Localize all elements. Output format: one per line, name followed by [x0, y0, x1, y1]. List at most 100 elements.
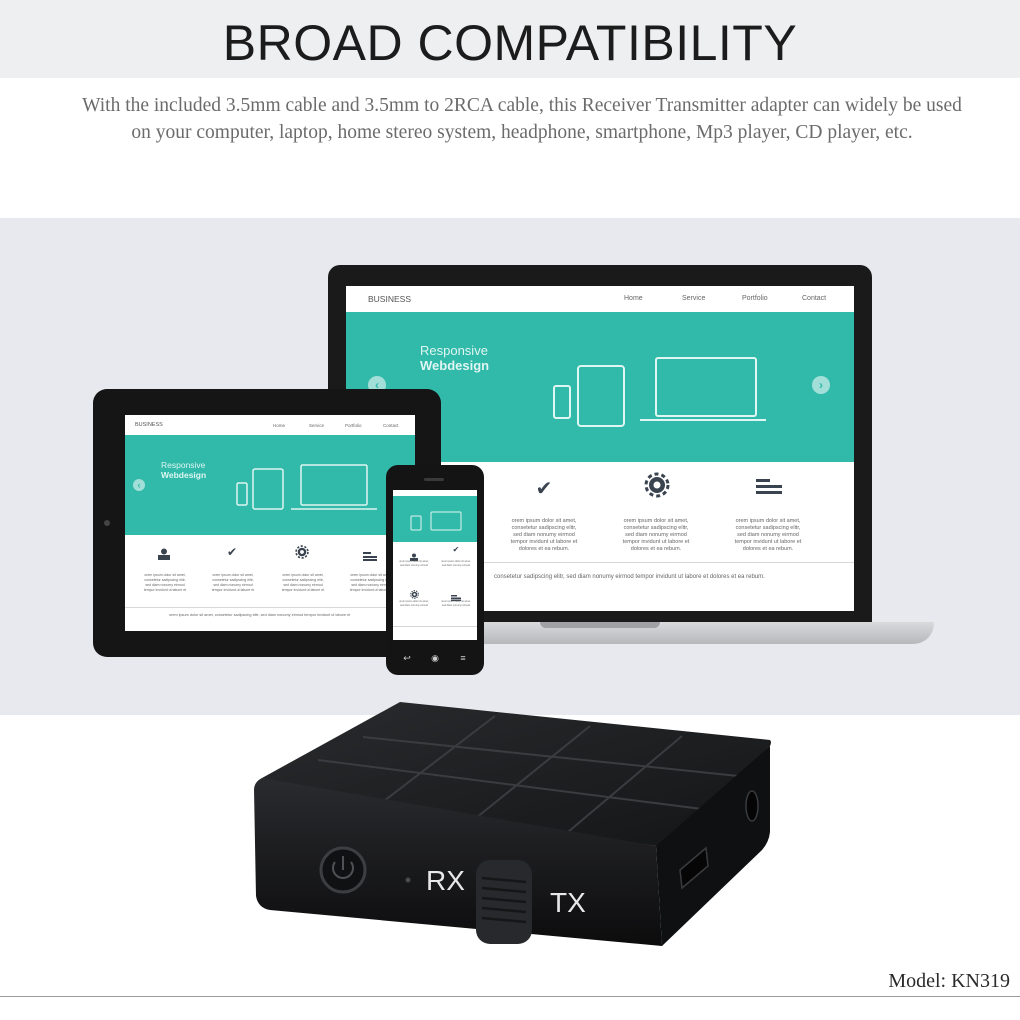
- page-headline: BROAD COMPATIBILITY: [222, 15, 798, 71]
- check-icon: ✔: [452, 545, 460, 554]
- feature-text-line: consetetur sadipscing elitr,: [212, 578, 254, 582]
- feature-text-line: sed diam nonumy eirmod: [399, 564, 429, 567]
- home-icon: ◉: [431, 653, 439, 663]
- tablet-divider: [125, 607, 415, 608]
- feature-text-line: sed diam nonumy eirmod: [625, 532, 687, 538]
- feature-text-line: consetetur sadipscing elitr,: [623, 525, 689, 531]
- laptop-notch: [540, 622, 660, 628]
- laptop-nav-contact: Contact: [802, 295, 827, 302]
- intro-line-2: on your computer, laptop, home stereo sy…: [131, 122, 913, 143]
- laptop-nav-portfolio: Portfolio: [742, 295, 768, 302]
- feature-text-line: tempor invidunt ut labore et: [510, 539, 578, 545]
- phone-display: ✔ orem ipsum dolor sit amet, sed diam no…: [393, 490, 477, 640]
- check-icon: ✔: [226, 545, 238, 559]
- feature-text-line: dolores et ea rebum.: [630, 546, 682, 552]
- feature-text-line: orem ipsum dolor sit amet,: [623, 518, 689, 524]
- feature-text-line: tempor invidunt ut labore et: [281, 588, 325, 592]
- tablet-hero: Responsive Webdesign ‹: [125, 435, 415, 535]
- menu-lines-icon: [746, 478, 792, 499]
- gear-icon: [634, 472, 680, 503]
- tablet-display: BUSINESS Home Service Portfolio Contact …: [125, 415, 415, 631]
- phone-speaker: [424, 478, 444, 481]
- tablet-site-nav: BUSINESS Home Service Portfolio Contact: [125, 415, 415, 435]
- tablet-hero-devices-graphic: [236, 464, 377, 510]
- laptop-nav-service: Service: [682, 295, 706, 302]
- laptop-site-nav: BUSINESS Home Service Portfolio Contact: [346, 286, 854, 312]
- phone-feature-text-2: orem ipsum dolor sit amet, sed diam nonu…: [439, 560, 473, 568]
- tablet-camera: [104, 520, 110, 526]
- laptop-hero-line-1: Responsive: [420, 343, 488, 358]
- power-button: [319, 846, 367, 894]
- feature-text-line: dolores et ea rebum.: [742, 546, 794, 552]
- gear-icon: [287, 545, 317, 564]
- feature-text-line: sed diam nonumy eirmod: [145, 583, 185, 587]
- feature-text-line: sed diam nonumy eirmod: [737, 532, 799, 538]
- tablet-site-brand: BUSINESS: [135, 422, 163, 428]
- intro-text: With the included 3.5mm cable and 3.5mm …: [20, 92, 1020, 146]
- feature-text-line: dolores et ea rebum.: [518, 546, 570, 552]
- feature-text-line: orem ipsum dolor sit amet,: [399, 560, 429, 563]
- menu-lines-icon: [355, 548, 385, 566]
- feature-text-line: tempor invidunt ut labore et: [349, 588, 393, 592]
- feature-text-line: sed diam nonumy eirmod: [513, 532, 575, 538]
- intro-line-1: With the included 3.5mm cable and 3.5mm …: [82, 95, 962, 116]
- feature-text-line: orem ipsum dolor sit amet,: [282, 573, 324, 577]
- menu-icon: ≡: [460, 653, 466, 663]
- tablet-nav-home: Home: [273, 423, 286, 428]
- user-icon: [405, 548, 423, 566]
- bluetooth-adapter-device: RX TX: [254, 702, 771, 946]
- laptop-hero-devices-graphic: [553, 357, 766, 427]
- feature-text-line: tempor invidunt ut labore et: [734, 539, 802, 545]
- feature-text-line: orem ipsum dolor sit amet,: [144, 573, 186, 577]
- phone-features: ✔ orem ipsum dolor sit amet, sed diam no…: [393, 542, 477, 640]
- laptop-feature-text-3: orem ipsum dolor sit amet, consetetur sa…: [720, 518, 816, 553]
- feature-text-line: sed diam nonumy eirmod: [213, 583, 253, 587]
- menu-lines-icon: [447, 588, 465, 606]
- tablet-feature-text-2: orem ipsum dolor sit amet, consetetur sa…: [203, 573, 263, 593]
- feature-text-line: sed diam nonumy eirmod: [441, 604, 471, 607]
- laptop-footer-text: consetetur sadipscing elitr, sed diam no…: [494, 574, 765, 580]
- feature-text-line: orem ipsum dolor sit amet,: [399, 600, 429, 603]
- audio-jack: [745, 790, 759, 822]
- feature-text-line: orem ipsum dolor sit amet,: [735, 518, 801, 524]
- feature-text-line: consetetur sadipscing elitr,: [350, 578, 392, 582]
- feature-text-line: sed diam nonumy eirmod: [351, 583, 391, 587]
- feature-text-line: orem ipsum dolor sit amet,: [511, 518, 577, 524]
- phone-feature-text-4: orem ipsum dolor sit amet, sed diam nonu…: [439, 600, 473, 608]
- tx-label: TX: [550, 887, 586, 918]
- feature-text-line: sed diam nonumy eirmod: [399, 604, 429, 607]
- tablet-feature-text-3: orem ipsum dolor sit amet, consetetur sa…: [273, 573, 333, 593]
- check-icon: ✔: [535, 478, 553, 500]
- phone-feature-text-3: orem ipsum dolor sit amet, sed diam nonu…: [397, 600, 431, 608]
- feature-text-line: orem ipsum dolor sit amet,: [441, 600, 471, 603]
- feature-text-line: tempor invidunt ut labore et: [211, 588, 255, 592]
- rx-label: RX: [426, 865, 465, 896]
- phone-hero-devices-graphic: [410, 511, 462, 531]
- tablet-hero-line-1: Responsive: [161, 460, 206, 470]
- feature-text-line: sed diam nonumy eirmod: [441, 564, 471, 567]
- feature-text-line: orem ipsum dolor sit amet,: [212, 573, 254, 577]
- usb-port: [679, 846, 709, 890]
- tablet-features: ✔ orem ipsum dolor sit amet, consetetur …: [125, 535, 415, 631]
- tablet-nav-contact: Contact: [383, 423, 399, 428]
- tablet-hero-title: Responsive Webdesign: [161, 460, 207, 481]
- feature-text-line: consetetur sadipscing elitr,: [144, 578, 186, 582]
- feature-text-line: orem ipsum dolor sit amet,: [350, 573, 392, 577]
- tablet-feature-text-1: orem ipsum dolor sit amet, consetetur sa…: [135, 573, 195, 593]
- bottom-divider: [0, 996, 1020, 997]
- header-band: [0, 0, 1020, 78]
- phone-feature-text-1: orem ipsum dolor sit amet, sed diam nonu…: [397, 560, 431, 568]
- model-label: Model: KN319: [888, 970, 1010, 992]
- tablet-nav-portfolio: Portfolio: [345, 423, 362, 428]
- feature-text-line: consetetur sadipscing elitr,: [511, 525, 577, 531]
- feature-text-line: consetetur sadipscing elitr,: [282, 578, 324, 582]
- feature-text-line: consetetur sadipscing elitr,: [735, 525, 801, 531]
- laptop-feature-text-2: orem ipsum dolor sit amet, consetetur sa…: [608, 518, 704, 553]
- tablet-hero-line-2: Webdesign: [161, 469, 207, 480]
- tablet-footer-text: orem ipsum dolor sit amet, consetetur sa…: [169, 613, 351, 617]
- feature-text-line: tempor invidunt ut labore et: [143, 588, 187, 592]
- tablet-feature-text-4: orem ipsum dolor sit amet, consetetur sa…: [341, 573, 401, 593]
- status-led: [405, 877, 411, 883]
- laptop-next-arrow: ›: [812, 376, 830, 394]
- laptop-hero-line-2: Webdesign: [420, 357, 490, 373]
